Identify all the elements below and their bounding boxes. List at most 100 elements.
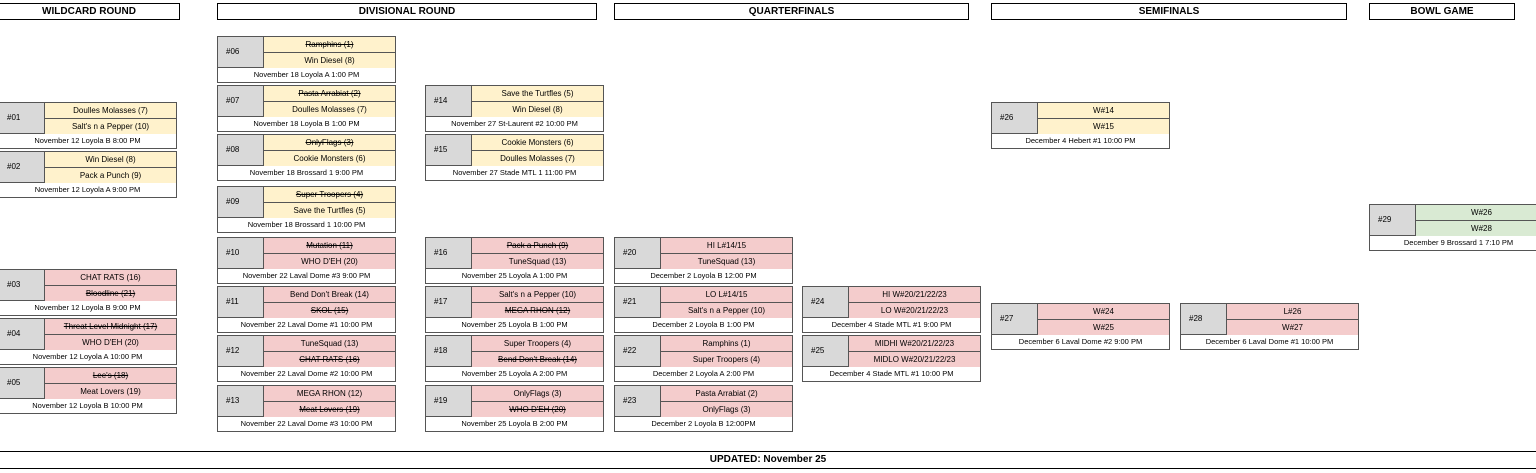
game-info: December 6 Laval Dome #1 10:00 PM — [1180, 335, 1359, 350]
game-info: December 4 Hebert #1 10:00 PM — [991, 134, 1170, 149]
team-2: SKOL (15) — [263, 302, 396, 319]
team-2: WHO D'EH (20) — [263, 253, 396, 270]
game-info: November 22 Laval Dome #3 10:00 PM — [217, 417, 396, 432]
game-info: November 12 Loyola A 9:00 PM — [0, 183, 177, 198]
team-2: Doulles Molasses (7) — [471, 150, 604, 167]
team-1: TuneSquad (13) — [263, 335, 396, 352]
team-2: Bend Don't Break (14) — [471, 351, 604, 368]
game-info: November 25 Loyola A 2:00 PM — [425, 367, 604, 382]
game-info: November 22 Laval Dome #1 10:00 PM — [217, 318, 396, 333]
team-1: OnlyFlags (3) — [263, 134, 396, 151]
team-2: Save the Turtfles (5) — [263, 202, 396, 219]
game-number: #05 — [0, 367, 45, 399]
team-2: TuneSquad (13) — [471, 253, 604, 270]
team-1: W#26 — [1415, 204, 1536, 221]
team-1: Save the Turtfles (5) — [471, 85, 604, 102]
game-info: December 6 Laval Dome #2 9:00 PM — [991, 335, 1170, 350]
team-2: LO W#20/21/22/23 — [848, 302, 981, 319]
team-2: Win Diesel (8) — [263, 52, 396, 69]
team-2: OnlyFlags (3) — [660, 401, 793, 418]
team-1: MIDHI W#20/21/22/23 — [848, 335, 981, 352]
team-2: Super Troopers (4) — [660, 351, 793, 368]
team-1: HI W#20/21/22/23 — [848, 286, 981, 303]
team-2: W#15 — [1037, 118, 1170, 135]
team-1: Pack a Punch (9) — [471, 237, 604, 254]
game-info: November 27 Stade MTL 1 11:00 PM — [425, 166, 604, 181]
game-number: #28 — [1180, 303, 1227, 335]
game-info: December 2 Loyola B 1:00 PM — [614, 318, 793, 333]
game-info: November 25 Loyola B 2:00 PM — [425, 417, 604, 432]
team-2: CHAT RATS (16) — [263, 351, 396, 368]
game-number: #12 — [217, 335, 264, 367]
team-1: Ramphins (1) — [660, 335, 793, 352]
team-1: Win Diesel (8) — [44, 151, 177, 168]
header-wildcard-round: WILDCARD ROUND — [0, 3, 180, 20]
team-1: Super Troopers (4) — [263, 186, 396, 203]
team-2: Bloodline (21) — [44, 285, 177, 302]
game-number: #24 — [802, 286, 849, 318]
game-info: November 12 Loyola B 8:00 PM — [0, 134, 177, 149]
game-info: December 9 Brossard 1 7:10 PM — [1369, 236, 1536, 251]
team-1: W#14 — [1037, 102, 1170, 119]
header-quarterfinals: QUARTERFINALS — [614, 3, 969, 20]
team-1: OnlyFlags (3) — [471, 385, 604, 402]
game-number: #25 — [802, 335, 849, 367]
game-number: #02 — [0, 151, 45, 183]
game-number: #10 — [217, 237, 264, 269]
game-number: #07 — [217, 85, 264, 117]
team-1: W#24 — [1037, 303, 1170, 320]
team-2: Win Diesel (8) — [471, 101, 604, 118]
header-semifinals: SEMIFINALS — [991, 3, 1347, 20]
game-number: #06 — [217, 36, 264, 68]
game-info: December 4 Stade MTL #1 10:00 PM — [802, 367, 981, 382]
game-number: #03 — [0, 269, 45, 301]
team-2: WHO D'EH (20) — [471, 401, 604, 418]
game-number: #04 — [0, 318, 45, 350]
game-info: December 2 Loyola B 12:00 PM — [614, 269, 793, 284]
team-1: CHAT RATS (16) — [44, 269, 177, 286]
game-number: #11 — [217, 286, 264, 318]
game-info: November 25 Loyola A 1:00 PM — [425, 269, 604, 284]
team-2: Salt's n a Pepper (10) — [44, 118, 177, 135]
team-2: W#28 — [1415, 220, 1536, 237]
header-bowl-game: BOWL GAME — [1369, 3, 1515, 20]
team-1: Salt's n a Pepper (10) — [471, 286, 604, 303]
game-number: #21 — [614, 286, 661, 318]
game-number: #29 — [1369, 204, 1416, 236]
team-2: W#27 — [1226, 319, 1359, 336]
game-number: #19 — [425, 385, 472, 417]
game-info: November 12 Loyola B 9:00 PM — [0, 301, 177, 316]
game-info: December 4 Stade MTL #1 9:00 PM — [802, 318, 981, 333]
game-number: #18 — [425, 335, 472, 367]
game-number: #27 — [991, 303, 1038, 335]
team-1: Mutation (11) — [263, 237, 396, 254]
game-info: November 12 Loyola B 10:00 PM — [0, 399, 177, 414]
team-2: TuneSquad (13) — [660, 253, 793, 270]
team-1: Pasta Arrabiat (2) — [263, 85, 396, 102]
team-1: HI L#14/15 — [660, 237, 793, 254]
team-1: Doulles Molasses (7) — [44, 102, 177, 119]
game-info: December 2 Loyola A 2:00 PM — [614, 367, 793, 382]
game-number: #01 — [0, 102, 45, 134]
team-2: Salt's n a Pepper (10) — [660, 302, 793, 319]
game-number: #22 — [614, 335, 661, 367]
